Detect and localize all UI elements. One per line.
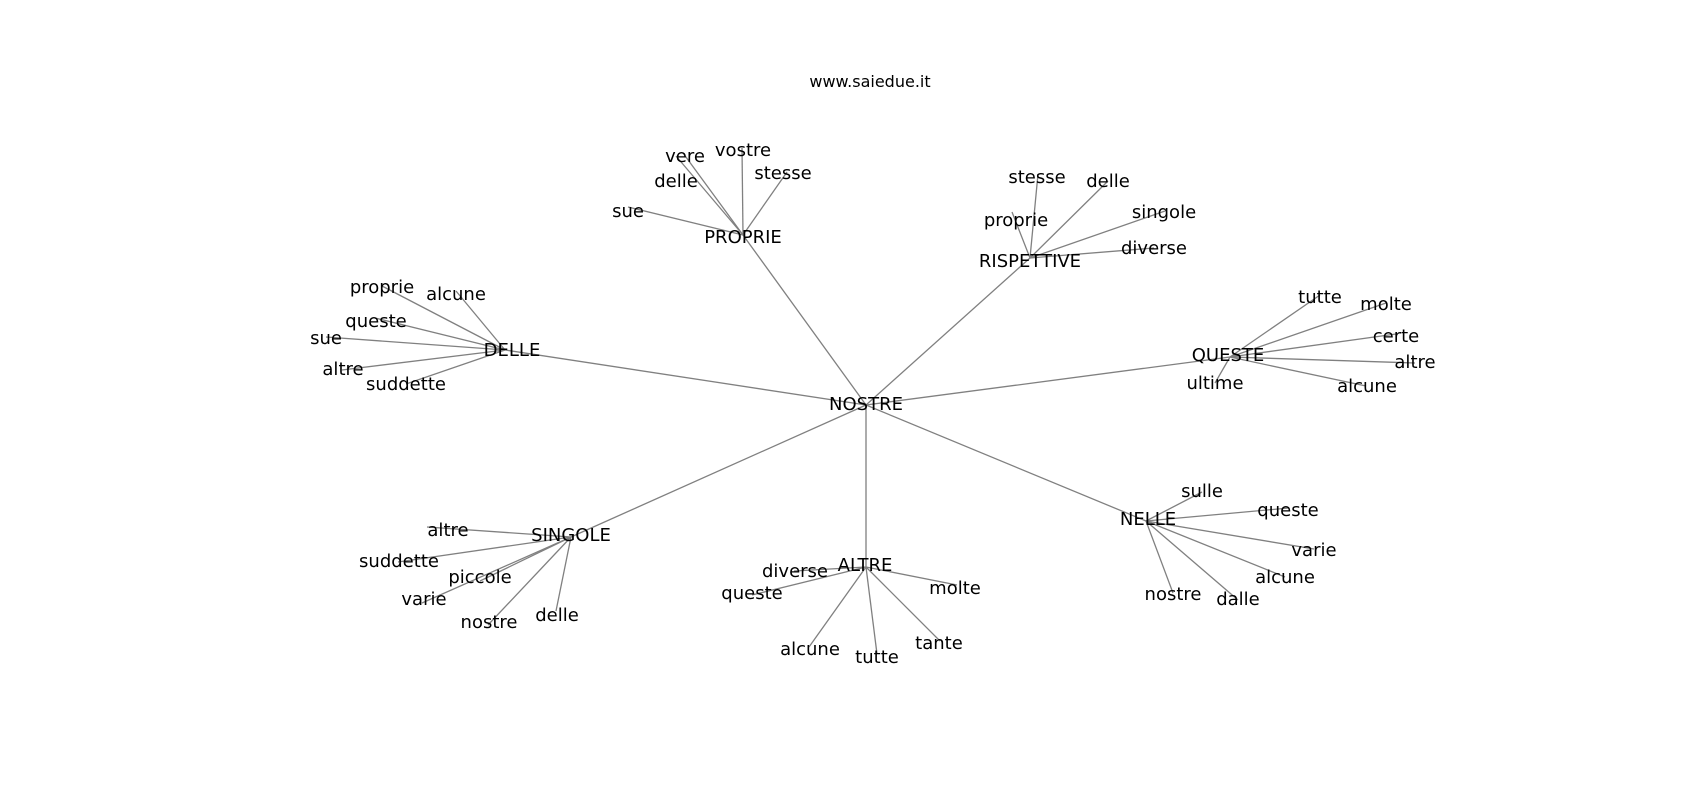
leaf-node-label: certe — [1373, 326, 1420, 347]
leaf-node-label: delle — [654, 171, 698, 192]
edge-proprie-vostre — [741, 147, 744, 236]
edge-center-nelle — [865, 404, 1147, 522]
edge-altre-tutte — [865, 566, 878, 655]
leaf-node-label: altre — [322, 359, 363, 380]
edge-center-rispettive — [865, 257, 1031, 406]
leaf-node-label: piccole — [448, 567, 511, 588]
hub-node-label: RISPETTIVE — [979, 251, 1081, 272]
edge-queste-certe — [1229, 333, 1397, 358]
leaf-node-label: tutte — [1298, 287, 1342, 308]
leaf-node-label: tante — [915, 633, 963, 654]
center-node-label: NOSTRE — [829, 394, 903, 415]
edge-nelle-dalle — [1145, 520, 1239, 601]
leaf-node-label: delle — [1086, 171, 1130, 192]
edge-queste-molte — [1229, 302, 1387, 358]
leaf-node-label: nostre — [1145, 584, 1202, 605]
leaf-node-label: vostre — [715, 140, 771, 161]
leaf-node-label: vere — [665, 146, 705, 167]
leaf-node-label: stesse — [754, 163, 811, 184]
leaf-node-label: queste — [721, 583, 782, 604]
edge-altre-alcune — [808, 566, 867, 648]
leaf-node-label: altre — [1394, 352, 1435, 373]
edge-rispettive-singole — [1029, 210, 1166, 259]
leaf-node-label: alcune — [1255, 567, 1315, 588]
leaf-node-label: alcune — [426, 284, 486, 305]
leaf-node-label: proprie — [984, 210, 1048, 231]
leaf-node-label: nostre — [461, 612, 518, 633]
edge-proprie-stesse — [742, 171, 788, 236]
edge-nelle-alcune — [1145, 520, 1286, 578]
hub-node-label: SINGOLE — [531, 525, 611, 546]
leaf-node-label: molte — [929, 578, 981, 599]
leaf-node-label: alcune — [1337, 376, 1397, 397]
edge-altre-queste — [751, 566, 867, 596]
leaf-node-label: tutte — [855, 647, 899, 668]
leaf-node-label: sue — [612, 201, 644, 222]
edge-rispettive-diverse — [1029, 247, 1155, 259]
edge-altre-tante — [865, 566, 941, 642]
edge-nelle-queste — [1145, 507, 1290, 522]
leaf-node-label: ultime — [1186, 373, 1243, 394]
edge-queste-tutte — [1229, 294, 1321, 358]
leaf-node-label: molte — [1360, 294, 1412, 315]
edge-nelle-sulle — [1145, 491, 1203, 522]
edge-nelle-nostre — [1145, 520, 1174, 594]
leaf-node-label: proprie — [350, 277, 414, 298]
leaf-node-label: sue — [310, 328, 342, 349]
edge-proprie-sue — [627, 206, 744, 236]
leaf-node-label: diverse — [762, 561, 828, 582]
edge-nelle-varie — [1145, 520, 1315, 550]
edge-altre-molte — [865, 566, 958, 586]
edge-singole-suddette — [397, 536, 572, 563]
hub-node-label: ALTRE — [838, 555, 893, 576]
hub-node-label: NELLE — [1120, 509, 1176, 530]
edge-altre-diverse — [793, 566, 867, 572]
leaf-node-label: suddette — [366, 374, 446, 395]
hub-node-label: QUESTE — [1192, 345, 1265, 366]
edge-singole-varie — [421, 536, 572, 604]
edge-center-queste — [865, 356, 1231, 406]
leaf-node-label: varie — [1291, 540, 1336, 561]
edge-center-singole — [570, 404, 867, 538]
edge-delle-altre — [341, 349, 506, 371]
edge-rispettive-stesse — [1029, 173, 1039, 259]
leaf-node-label: singole — [1132, 202, 1196, 223]
hub-node-label: DELLE — [484, 340, 541, 361]
edge-rispettive-proprie — [1011, 211, 1031, 259]
edge-delle-sue — [325, 336, 506, 351]
edge-singole-altre — [426, 526, 572, 538]
edge-delle-alcune — [455, 290, 506, 351]
leaf-node-label: delle — [535, 605, 579, 626]
leaf-node-label: queste — [1257, 500, 1318, 521]
leaf-node-label: altre — [427, 520, 468, 541]
edge-delle-proprie — [381, 285, 506, 351]
edge-proprie-vere — [682, 152, 744, 236]
edge-rispettive-delle — [1029, 180, 1109, 259]
leaf-node-label: sulle — [1181, 481, 1223, 502]
leaf-node-label: varie — [401, 589, 446, 610]
edge-singole-nostre — [487, 536, 572, 626]
leaf-node-label: stesse — [1008, 167, 1065, 188]
graph-title: www.saiedue.it — [809, 72, 930, 91]
edge-center-proprie — [742, 234, 867, 406]
edge-proprie-delle — [675, 155, 744, 236]
edge-queste-ultime — [1214, 356, 1231, 384]
edges — [325, 147, 1416, 655]
edge-singole-delle — [555, 536, 572, 612]
leaf-node-label: diverse — [1121, 238, 1187, 259]
edge-delle-suddette — [405, 349, 506, 385]
leaf-node-label: dalle — [1216, 589, 1260, 610]
leaf-node-label: alcune — [780, 639, 840, 660]
hub-node-label: PROPRIE — [704, 227, 782, 248]
edge-center-delle — [504, 349, 867, 406]
edge-queste-alcune — [1229, 356, 1367, 387]
leaf-node-label: suddette — [359, 551, 439, 572]
leaf-node-label: queste — [345, 311, 406, 332]
edge-delle-queste — [374, 317, 506, 351]
edge-queste-altre — [1229, 356, 1416, 364]
